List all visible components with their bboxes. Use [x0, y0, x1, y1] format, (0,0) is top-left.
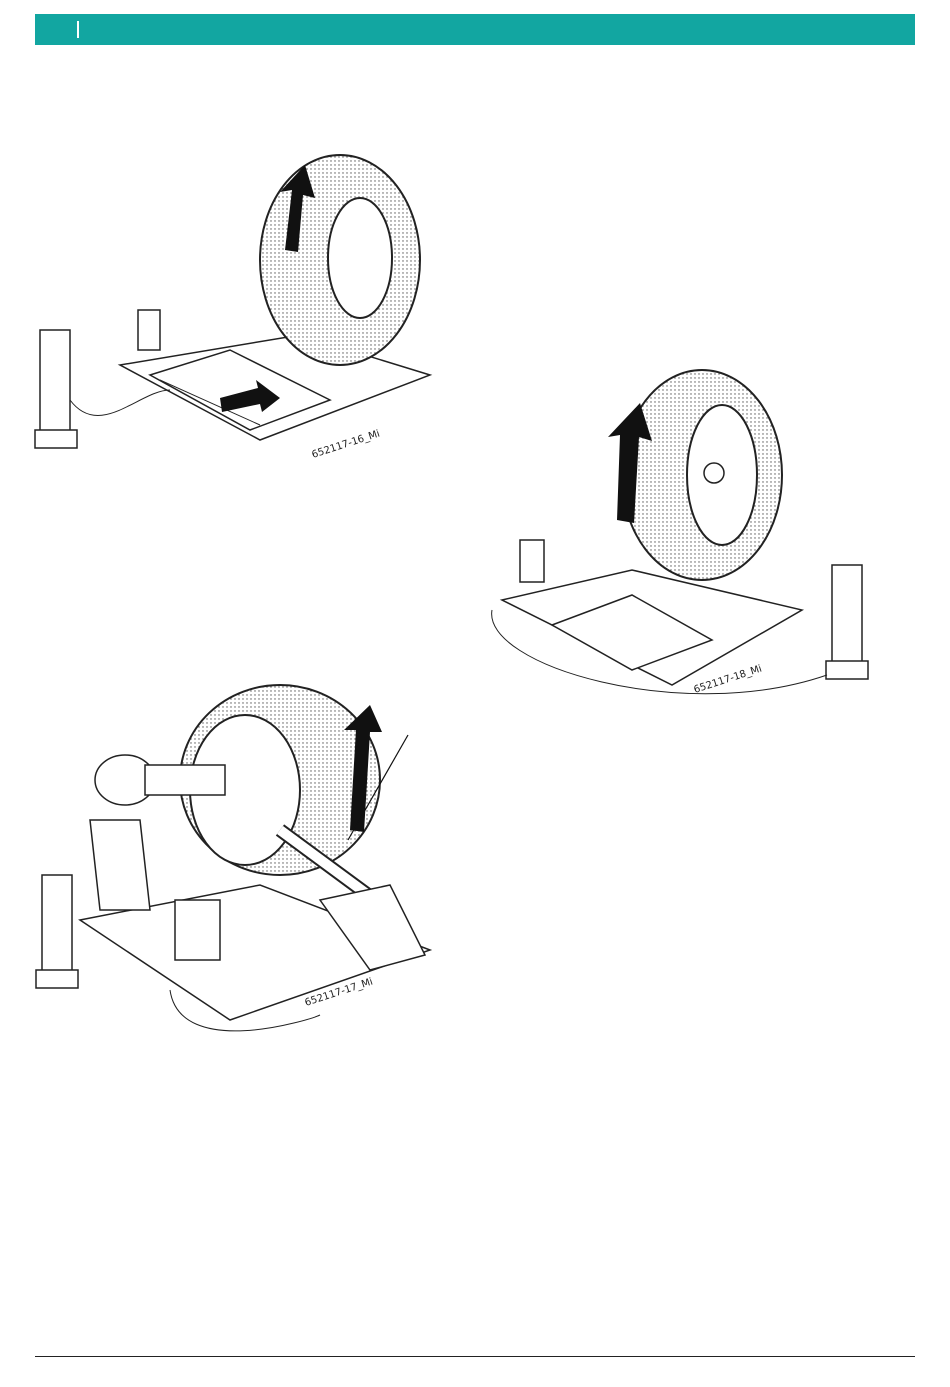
- figure-code: 652117-16_Mi: [311, 428, 382, 460]
- figure-652117-16: 652117-16_Mi: [30, 140, 440, 475]
- header-divider: [77, 21, 79, 38]
- figure-652117-17: 652117-17_Mi: [30, 670, 440, 1065]
- header-bar: [35, 14, 915, 45]
- tyre-changer-illustration-1: 652117-16_Mi: [30, 140, 440, 475]
- footer-rule: [35, 1356, 915, 1357]
- figure-652117-18: 652117-18_Mi: [482, 365, 887, 720]
- tyre-changer-illustration-3: 652117-17_Mi: [30, 670, 440, 1065]
- tyre-changer-illustration-2: 652117-18_Mi: [482, 365, 887, 720]
